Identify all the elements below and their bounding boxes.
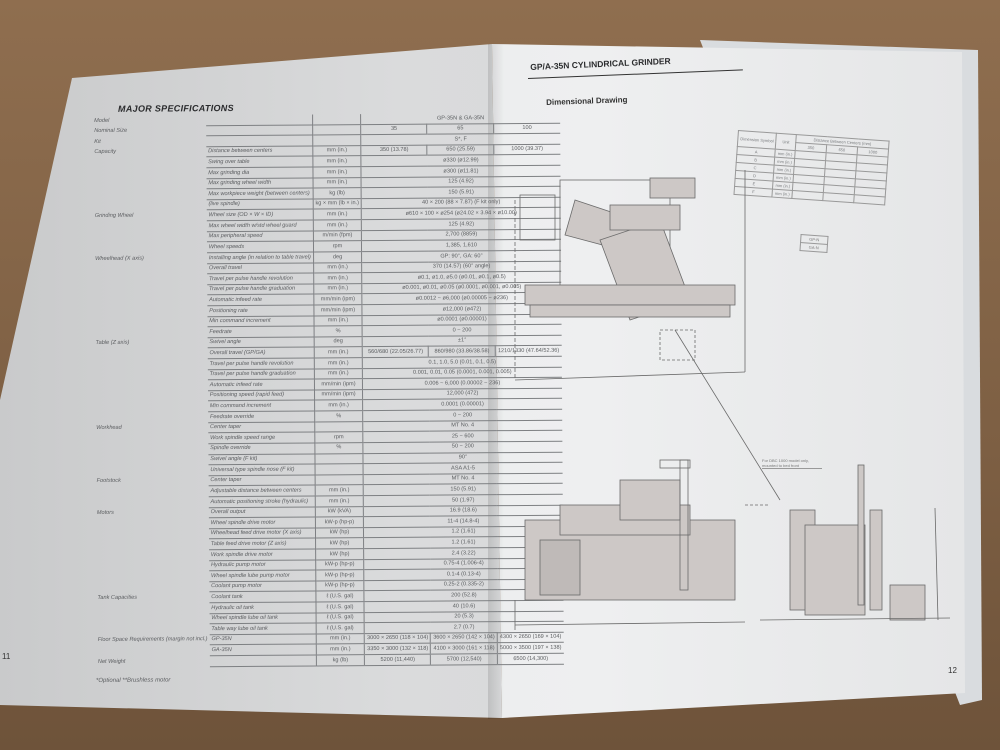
side-view-drawing [745,464,951,621]
front-view-drawing [514,459,746,630]
drawing-note: For DBC 1000 model only, mounted to bed … [762,458,822,469]
page-number-right: 12 [948,666,957,675]
top-view-drawing [514,170,781,501]
page-number-left: 11 [2,652,11,661]
brochure-spine [488,44,504,719]
